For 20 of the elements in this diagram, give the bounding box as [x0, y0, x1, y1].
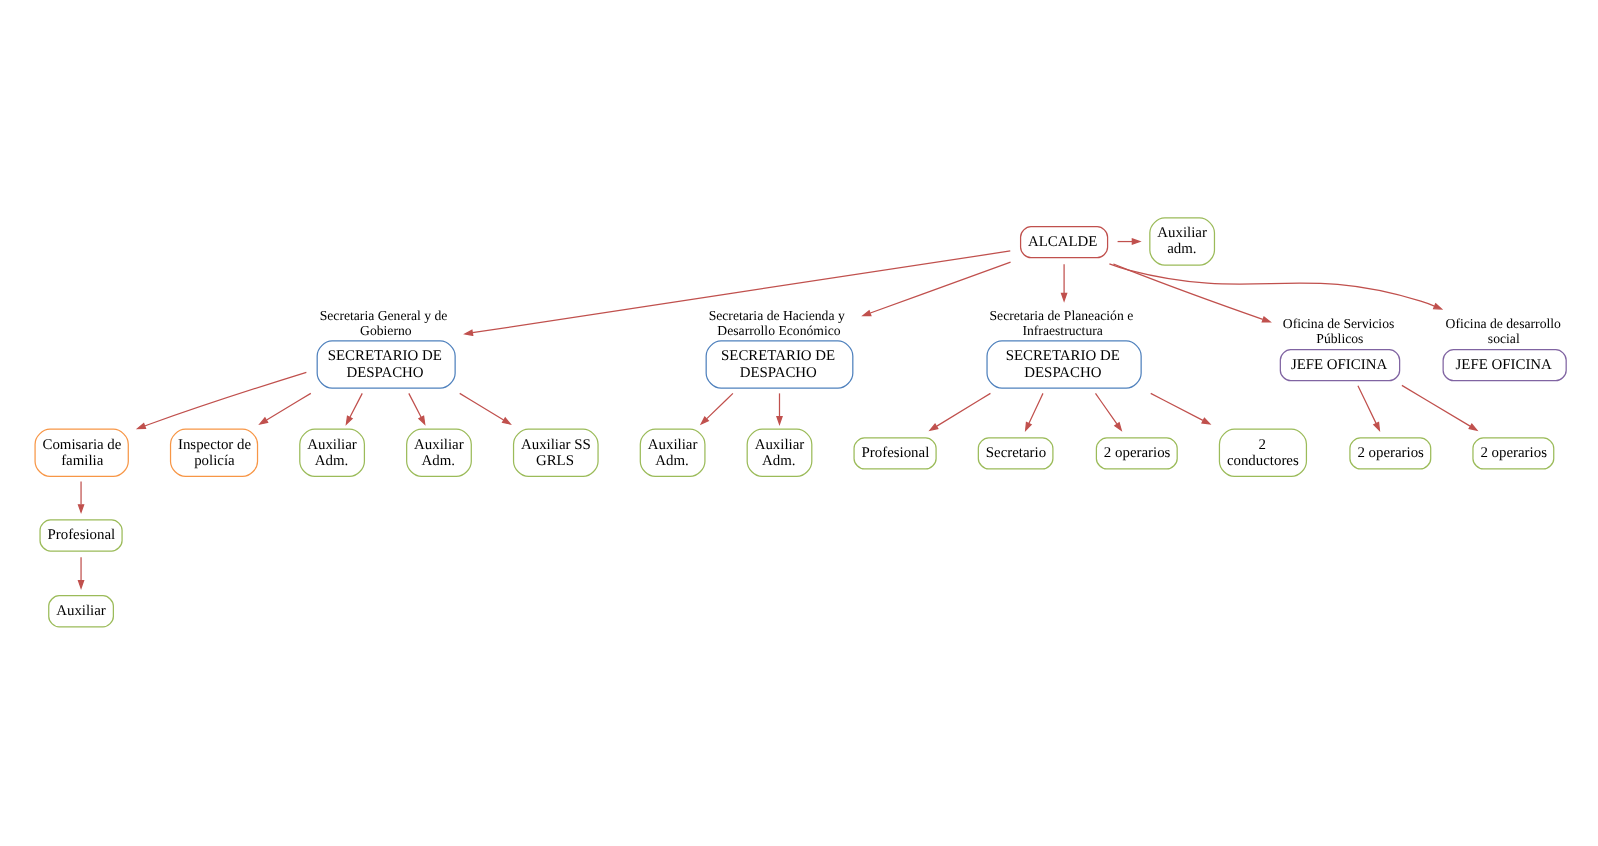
arrow: [1023, 392, 1043, 432]
arrow: [1059, 263, 1067, 303]
arrow: [407, 392, 425, 426]
arrow: [134, 371, 306, 430]
arrow: [1107, 263, 1443, 310]
arrow: [344, 392, 362, 426]
arrow: [1400, 384, 1478, 432]
arrow: [1093, 392, 1122, 432]
arrow: [462, 250, 1010, 337]
arrow: [1356, 385, 1380, 432]
arrow: [860, 261, 1011, 317]
arrow: [76, 556, 84, 590]
arrow: [1149, 392, 1211, 425]
arrow: [257, 392, 311, 425]
arrow: [1111, 263, 1271, 323]
arrow: [775, 392, 782, 426]
arrow: [458, 392, 511, 425]
arrow: [76, 480, 84, 515]
arrow: [927, 392, 991, 432]
arrow: [698, 392, 733, 426]
